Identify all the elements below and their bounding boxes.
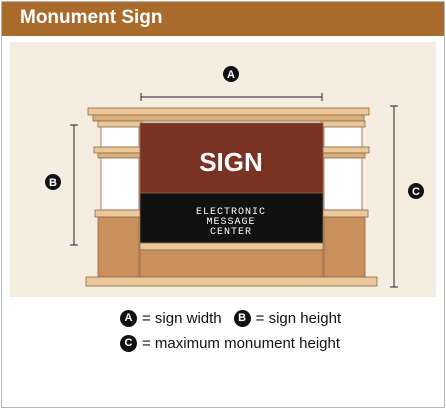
center-base <box>139 249 324 278</box>
top-cap <box>87 107 370 116</box>
left-column-band <box>93 146 144 154</box>
top-cap-lower <box>92 114 365 122</box>
dimension-a: A <box>140 66 323 101</box>
diagram-panel: A B C <box>10 42 436 297</box>
legend-badge-c: C <box>120 335 137 352</box>
legend: A = sign width B = sign height C = maxim… <box>2 302 444 402</box>
left-column-middle <box>100 157 140 211</box>
dimension-b: B <box>45 124 78 246</box>
marker-c-label: C <box>412 186 420 198</box>
legend-row-1: A = sign width B = sign height <box>120 310 353 327</box>
ground-plinth <box>85 276 378 287</box>
left-column-cap <box>97 120 143 128</box>
message-line-1: ELECTRONIC <box>196 207 266 218</box>
right-column-base <box>323 216 366 278</box>
header-title: Monument Sign <box>20 7 163 28</box>
sign-text: SIGN <box>199 147 263 177</box>
message-line-2: MESSAGE <box>206 217 255 228</box>
left-column-base <box>97 216 140 278</box>
right-column-band <box>319 146 370 154</box>
monument-diagram: A B C <box>45 66 424 288</box>
right-column-cap <box>320 120 366 128</box>
marker-a-label: A <box>227 69 235 81</box>
left-column-lower-band <box>94 209 143 218</box>
dimension-c: C <box>390 105 424 288</box>
marker-b-circle <box>45 174 61 190</box>
legend-text-a: = sign width <box>142 310 222 327</box>
message-line-3: CENTER <box>210 227 252 238</box>
marker-b-label: B <box>49 177 57 189</box>
legend-badge-b: B <box>233 310 251 327</box>
header-bar: Monument Sign <box>2 2 444 36</box>
legend-row-2: C = maximum monument height <box>120 335 352 352</box>
legend-text-b: = sign height <box>255 310 342 327</box>
sign-bottom-trim <box>139 242 324 251</box>
legend-badge-a: A <box>120 310 137 327</box>
right-column-upper <box>323 126 363 148</box>
legend-text-c: = maximum monument height <box>142 335 341 352</box>
monument <box>85 107 378 287</box>
right-column-middle <box>323 157 363 211</box>
right-column-lower-band <box>320 209 369 218</box>
marker-c-circle <box>408 183 424 199</box>
marker-a-circle <box>223 66 239 82</box>
sign-face <box>139 122 324 194</box>
message-board <box>139 192 324 244</box>
left-column-upper <box>100 126 140 148</box>
